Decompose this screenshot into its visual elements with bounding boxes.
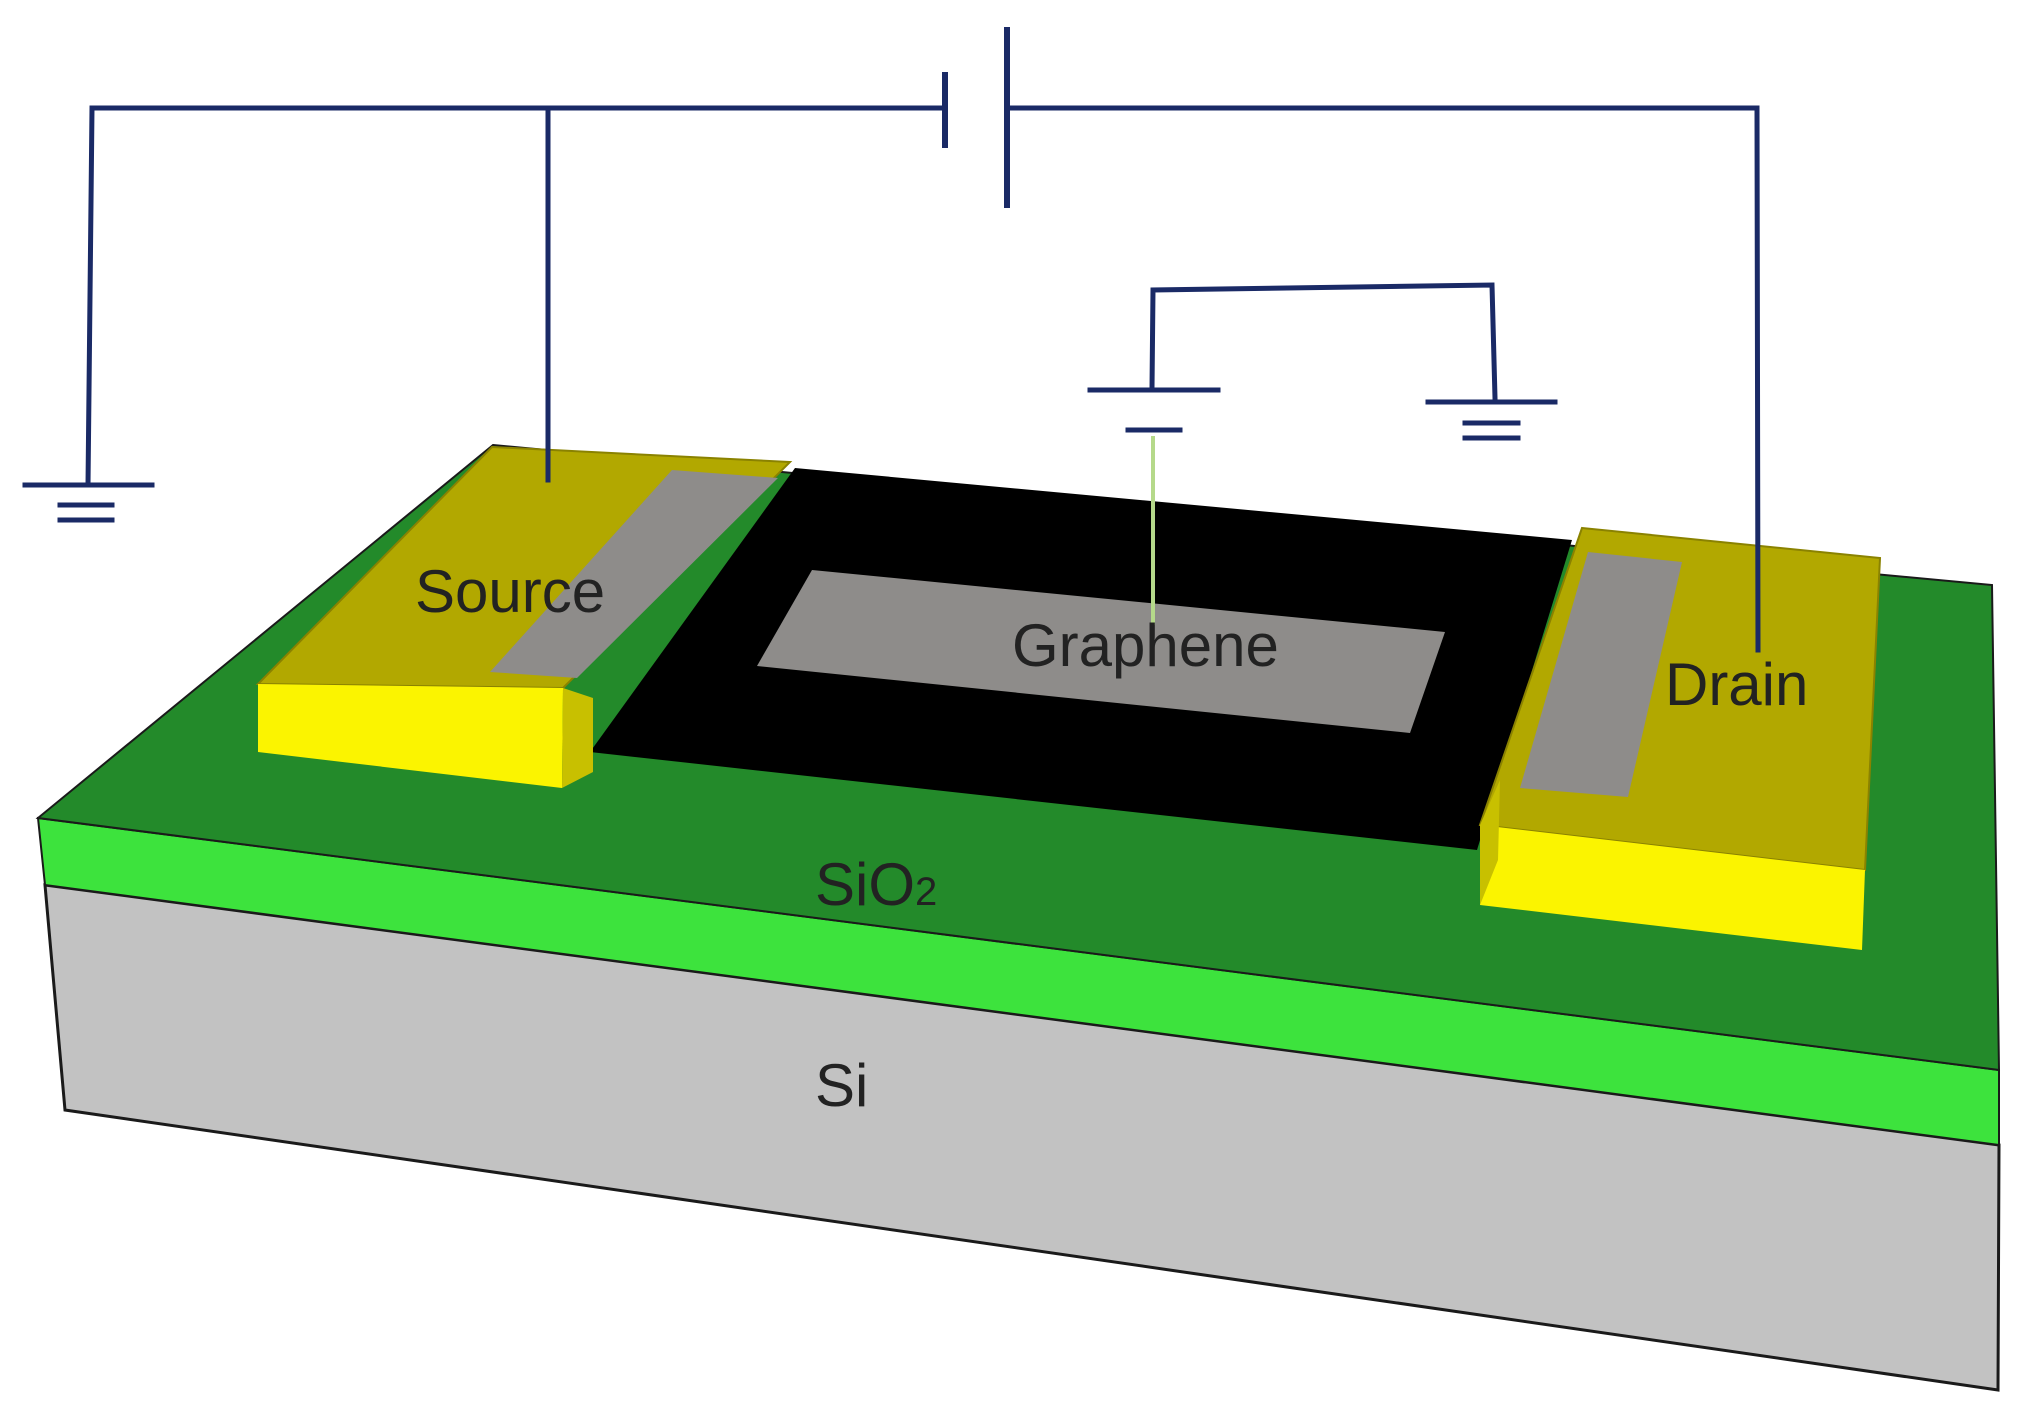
drain-label: Drain xyxy=(1665,651,1808,718)
gate-loop-wire xyxy=(1149,282,1498,401)
graphene-label: Graphene xyxy=(1012,612,1279,679)
source-label: Source xyxy=(415,558,605,625)
source-side-face xyxy=(562,688,593,788)
source-contact xyxy=(255,445,793,788)
graphene-sheet xyxy=(757,570,1445,733)
source-graphene-overlap xyxy=(490,470,778,678)
circuit-wiring xyxy=(22,27,1761,653)
sio2-label-subscript: 2 xyxy=(915,870,937,914)
drain-front-face xyxy=(1480,825,1865,950)
si-label: Si xyxy=(815,1052,868,1119)
drain-contact xyxy=(1478,526,1882,950)
graphene-channel xyxy=(590,468,1572,850)
sio2-label: SiO2 xyxy=(815,851,937,918)
drain-wire xyxy=(1004,105,1761,653)
source-front-face xyxy=(258,684,563,788)
drain-graphene-overlap xyxy=(1520,552,1682,797)
drain-side-face xyxy=(1480,780,1500,905)
labels: Source Graphene Drain SiO2 Si xyxy=(415,558,1808,1119)
source-ground-wire xyxy=(85,105,948,488)
sio2-label-main: SiO xyxy=(815,851,915,918)
